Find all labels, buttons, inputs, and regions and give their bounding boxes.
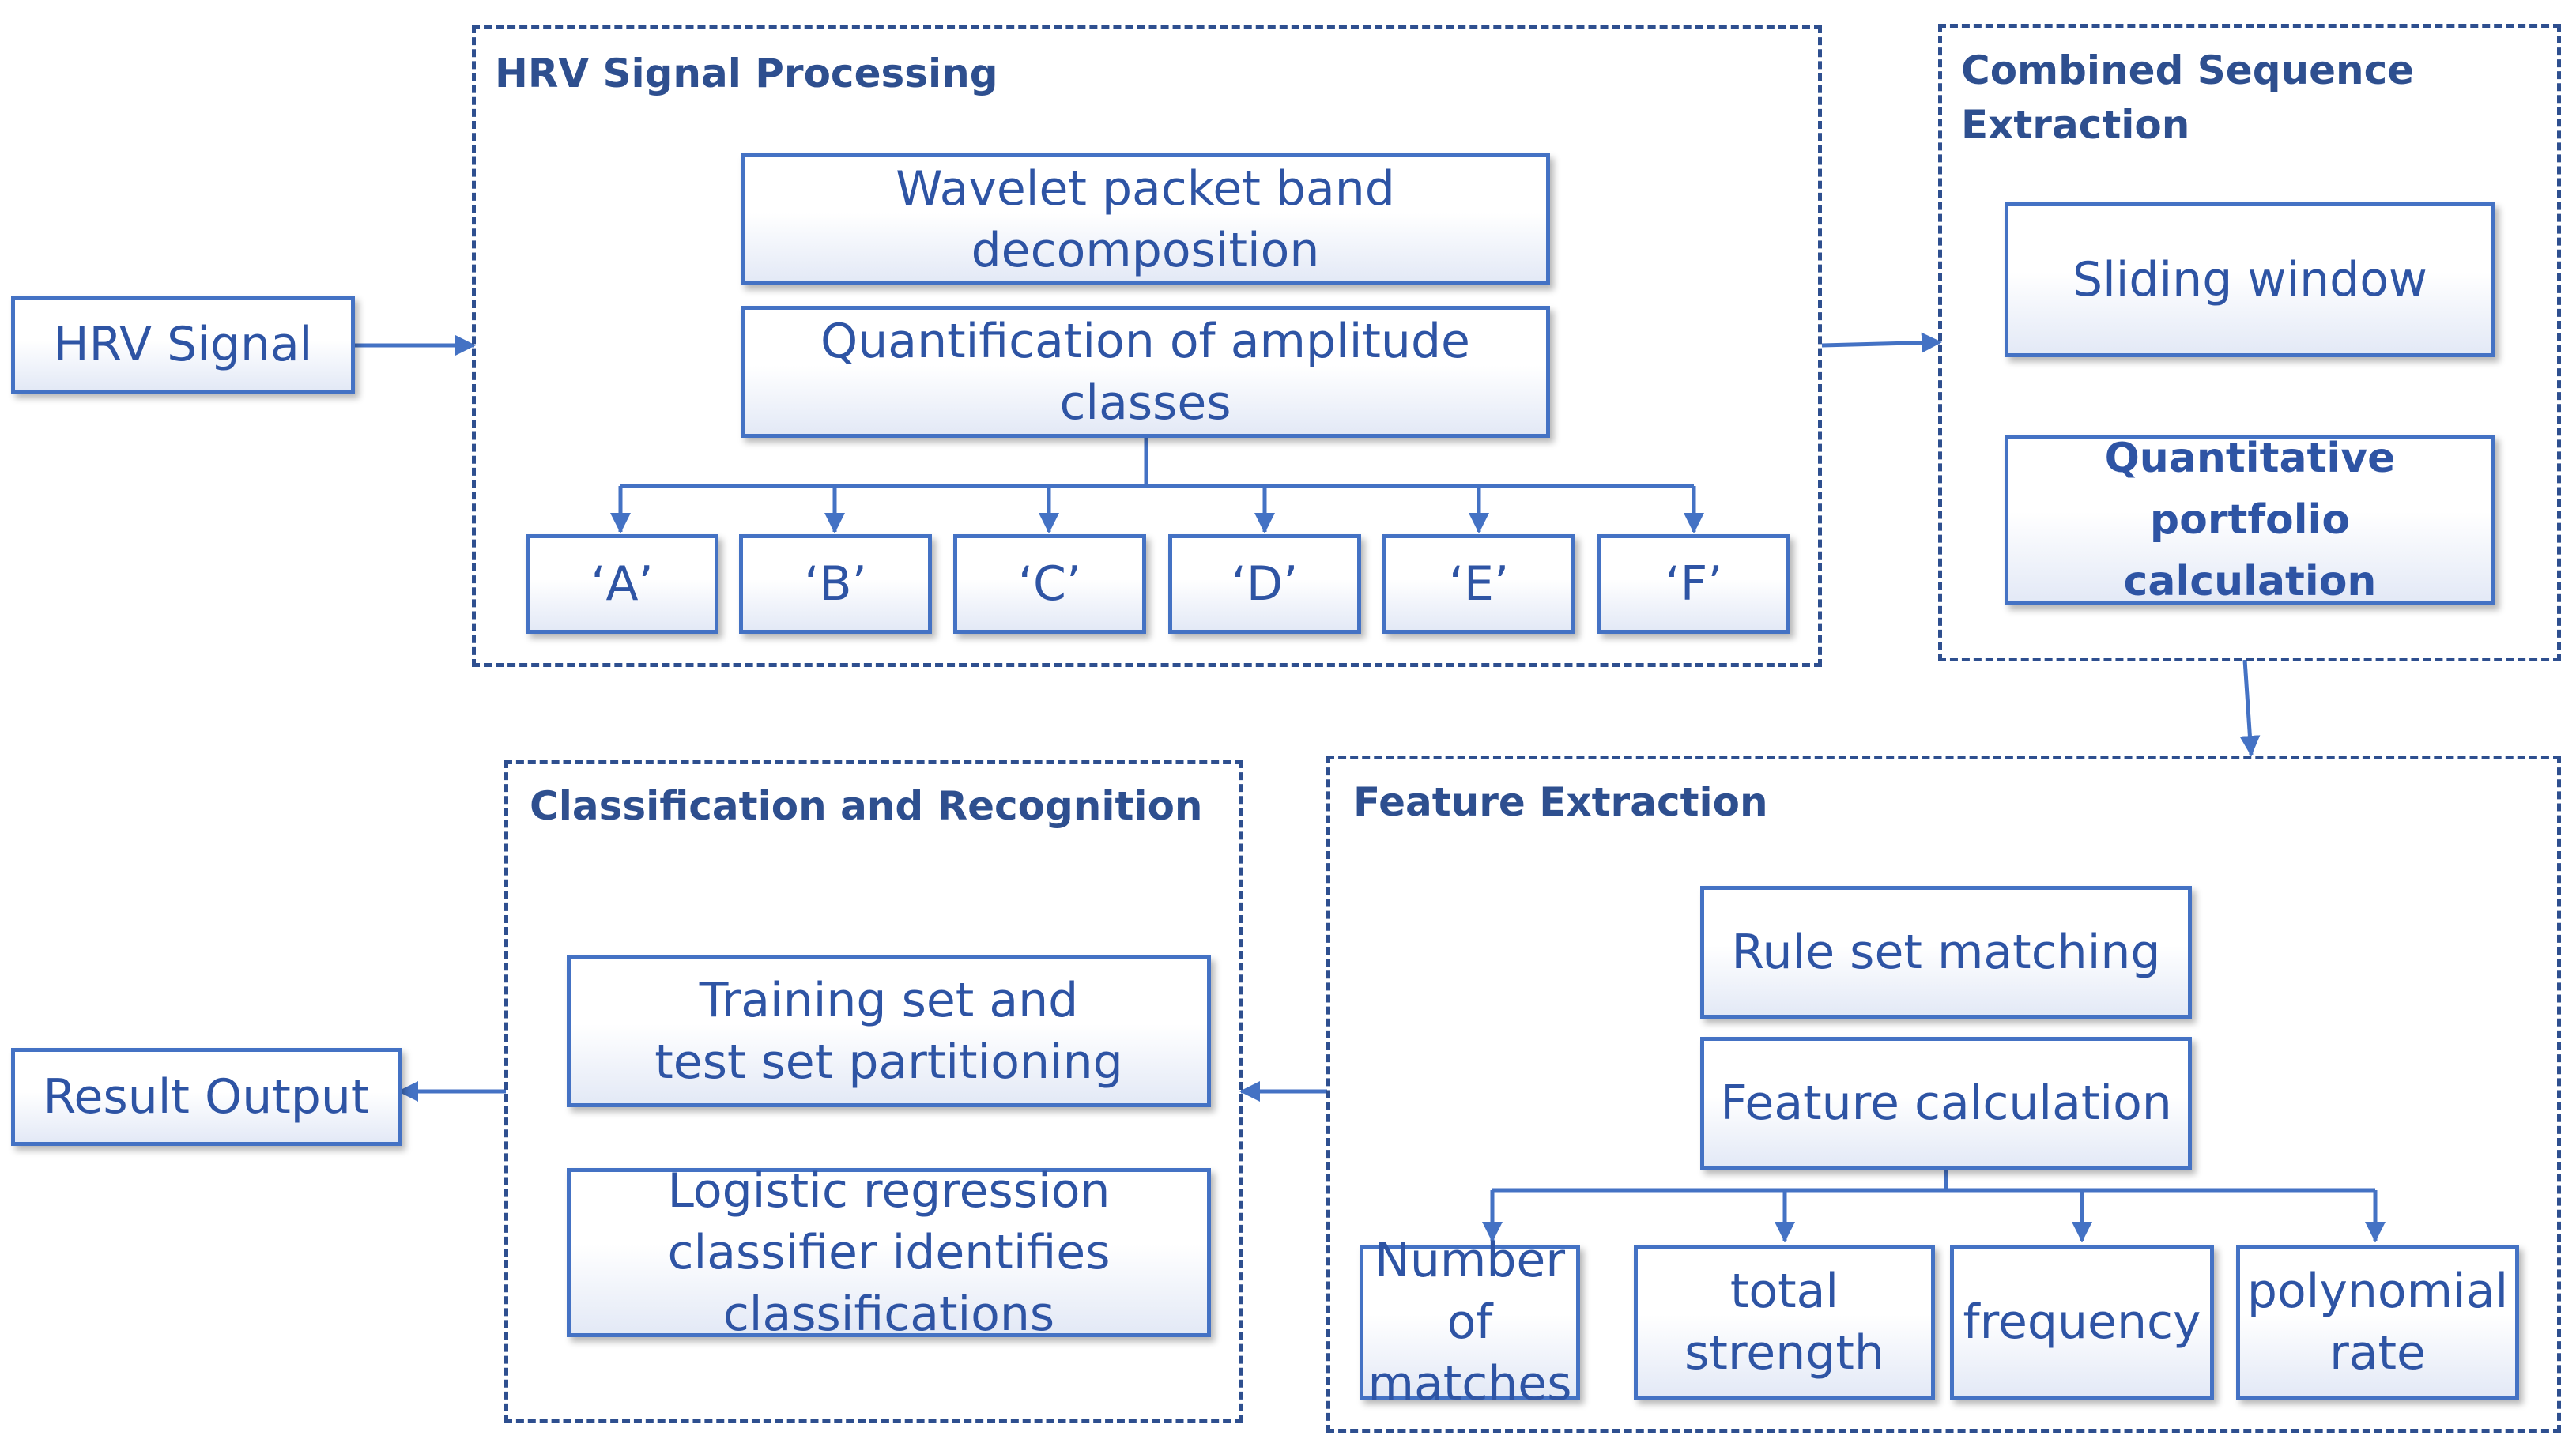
class-a-box: ‘A’: [526, 534, 718, 634]
frequency-box: frequency: [1950, 1245, 2214, 1400]
result-output-label: Result Output: [43, 1069, 370, 1125]
logistic-classifier-box: Logistic regression classifier identifie…: [567, 1163, 1211, 1342]
classification-region: Classification and Recognition: [504, 760, 1243, 1423]
rule-set-matching-box: Rule set matching: [1700, 886, 2192, 1019]
sliding-window-label: Sliding window: [2072, 252, 2427, 307]
class-b-label: ‘B’: [804, 556, 867, 612]
sliding-window-box: Sliding window: [2005, 202, 2495, 357]
result-output-box: Result Output: [11, 1048, 402, 1146]
combined-sequence-title: Combined Sequence Extraction: [1961, 47, 2415, 148]
polynomial-rate-label: polynomial rate: [2246, 1264, 2509, 1381]
number-of-matches-label: Number of matches: [1367, 1233, 1572, 1411]
frequency-label: frequency: [1963, 1294, 2201, 1350]
total-strength-box: total strength: [1634, 1245, 1935, 1400]
wavelet-decomposition-box: Wavelet packet band decomposition: [741, 153, 1550, 285]
feature-extraction-title: Feature Extraction: [1353, 779, 1768, 825]
hrv-processing-title: HRV Signal Processing: [495, 51, 998, 96]
arrow-processing-to-sequence: [1821, 332, 1942, 353]
number-of-matches-box: Number of matches: [1360, 1233, 1580, 1411]
class-f-box: ‘F’: [1597, 534, 1790, 634]
hrv-processing-region: HRV Signal Processing: [472, 25, 1822, 667]
class-b-box: ‘B’: [739, 534, 932, 634]
portfolio-calculation-label: Quantitative portfolio calculation: [2104, 435, 2396, 605]
class-c-label: ‘C’: [1017, 556, 1082, 612]
wavelet-decomposition-label: Wavelet packet band decomposition: [896, 160, 1395, 278]
class-c-box: ‘C’: [953, 534, 1146, 634]
feature-extraction-region: Feature Extraction: [1326, 756, 2561, 1433]
arrow-sequence-to-features: [2239, 659, 2261, 756]
rule-set-matching-label: Rule set matching: [1731, 925, 2161, 980]
amplitude-quantification-box: Quantification of amplitude classes: [741, 306, 1550, 438]
class-e-box: ‘E’: [1382, 534, 1575, 634]
class-a-label: ‘A’: [590, 556, 654, 612]
feature-calculation-box: Feature calculation: [1700, 1037, 2192, 1170]
dataset-partition-label: Training set and test set partitioning: [654, 973, 1123, 1090]
class-e-label: ‘E’: [1448, 556, 1510, 612]
hrv-signal-label: HRV Signal: [53, 317, 313, 372]
classification-title: Classification and Recognition: [530, 783, 1203, 829]
class-f-label: ‘F’: [1665, 556, 1723, 612]
combined-sequence-region: Combined Sequence Extraction: [1938, 24, 2561, 661]
hrv-signal-input-box: HRV Signal: [11, 296, 355, 394]
logistic-classifier-label: Logistic regression classifier identifie…: [667, 1163, 1111, 1342]
class-d-box: ‘D’: [1168, 534, 1361, 634]
portfolio-calculation-box: Quantitative portfolio calculation: [2005, 435, 2495, 605]
class-d-label: ‘D’: [1231, 556, 1299, 612]
dataset-partition-box: Training set and test set partitioning: [567, 955, 1211, 1107]
polynomial-rate-box: polynomial rate: [2236, 1245, 2519, 1400]
total-strength-label: total strength: [1684, 1264, 1884, 1381]
feature-calculation-label: Feature calculation: [1720, 1076, 2172, 1131]
amplitude-quantification-label: Quantification of amplitude classes: [820, 313, 1470, 431]
